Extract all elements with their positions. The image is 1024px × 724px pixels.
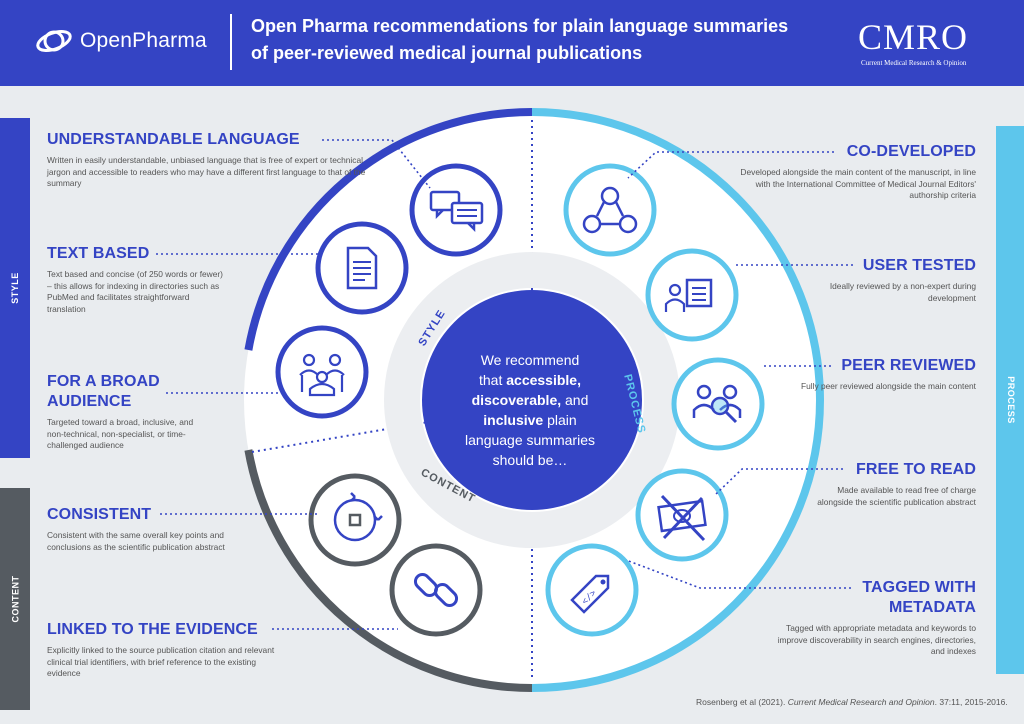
link-icon (389, 543, 483, 637)
item-broad-audience: FOR A BROAD AUDIENCE Targeted toward a b… (47, 372, 247, 452)
center-line-5: language summaries (465, 432, 595, 448)
leader-lines (156, 139, 853, 630)
item-text: Developed alongside the main content of … (740, 167, 976, 200)
cmro-subtitle: Current Medical Research & Opinion (861, 59, 967, 67)
content-rim (244, 449, 533, 692)
content-band: CONTENT (0, 488, 30, 710)
item-co-developed: CO-DEVELOPED Developed alongside the mai… (736, 142, 976, 202)
item-text: Fully peer reviewed alongside the main c… (800, 381, 976, 391)
process-band: PROCESS (996, 126, 1024, 674)
item-title: TAGGED WITH METADATA (862, 579, 976, 616)
title-line-1: Open Pharma recommendations for plain la… (251, 16, 789, 36)
item-title: CONSISTENT (47, 506, 152, 523)
center-line-3: discoverable, and (471, 392, 589, 408)
item-free-to-read: FREE TO READ Made available to read free… (816, 460, 976, 508)
divider-left (251, 419, 441, 453)
center-line-4: inclusive plain (483, 412, 577, 428)
item-peer-reviewed: PEER REVIEWED Fully peer reviewed alongs… (796, 356, 976, 393)
item-text: Ideally reviewed by a non-expert during … (829, 281, 976, 303)
header-divider (230, 14, 232, 70)
citation: Rosenberg et al (2021). Current Medical … (696, 697, 1008, 707)
center-circle (422, 290, 642, 510)
header-bar: OpenPharma Open Pharma recommendations f… (0, 0, 1024, 86)
item-text: Consistent with the same overall key poi… (47, 530, 225, 552)
style-band: STYLE (0, 118, 30, 458)
cmro-logo: CMRO (858, 17, 969, 57)
openpharma-logo: OpenPharma (32, 24, 207, 58)
item-title: UNDERSTANDABLE LANGUAGE (47, 131, 300, 148)
center-line-2: that accessible, (479, 372, 581, 388)
style-rim (244, 108, 533, 351)
user-tested-icon (645, 248, 739, 342)
item-text: Written in easily understandable, unbias… (47, 155, 366, 188)
document-icon (315, 221, 409, 315)
item-understandable-language: UNDERSTANDABLE LANGUAGE Written in easil… (47, 130, 367, 190)
free-to-read-icon (635, 468, 729, 562)
page-title: Open Pharma recommendations for plain la… (251, 13, 811, 67)
title-line-2: of peer-reviewed medical journal publica… (251, 43, 643, 63)
item-linked-to-evidence: LINKED TO THE EVIDENCE Explicitly linked… (47, 620, 287, 680)
inner-ring (384, 252, 680, 548)
item-text: Targeted toward a broad, inclusive, and … (47, 417, 194, 450)
item-user-tested: USER TESTED Ideally reviewed by a non-ex… (816, 256, 976, 304)
item-title: FREE TO READ (855, 461, 976, 478)
item-text: Tagged with appropriate metadata and key… (777, 623, 976, 656)
item-text: Explicitly linked to the source publicat… (47, 645, 275, 678)
co-developed-icon (563, 163, 657, 257)
center-line-6: should be… (492, 452, 568, 468)
item-title: LINKED TO THE EVIDENCE (47, 621, 258, 638)
openpharma-logo-icon (36, 29, 72, 53)
audience-icon (275, 325, 369, 419)
item-title: USER TESTED (862, 257, 976, 274)
item-text: Text based and concise (of 250 words or … (47, 269, 223, 314)
item-title: TEXT BASED (47, 245, 150, 262)
center-statement: We recommend that accessible, discoverab… (446, 350, 614, 470)
item-title: CO-DEVELOPED (846, 143, 976, 160)
item-title: PEER REVIEWED (841, 357, 976, 374)
center-line-1: We recommend (480, 352, 580, 368)
metadata-tag-icon: </> (545, 543, 639, 637)
process-rim (531, 108, 824, 692)
peer-reviewed-icon (671, 357, 765, 451)
consistent-icon (308, 473, 402, 567)
item-text: Made available to read free of charge al… (817, 485, 976, 507)
understandable-language-icon (409, 163, 503, 257)
item-title: FOR A BROAD AUDIENCE (47, 373, 160, 410)
logo-text: OpenPharma (80, 29, 207, 52)
item-text-based: TEXT BASED Text based and concise (of 25… (47, 244, 227, 315)
item-consistent: CONSISTENT Consistent with the same over… (47, 505, 247, 553)
item-tagged-with-metadata: TAGGED WITH METADATA Tagged with appropr… (776, 578, 976, 658)
